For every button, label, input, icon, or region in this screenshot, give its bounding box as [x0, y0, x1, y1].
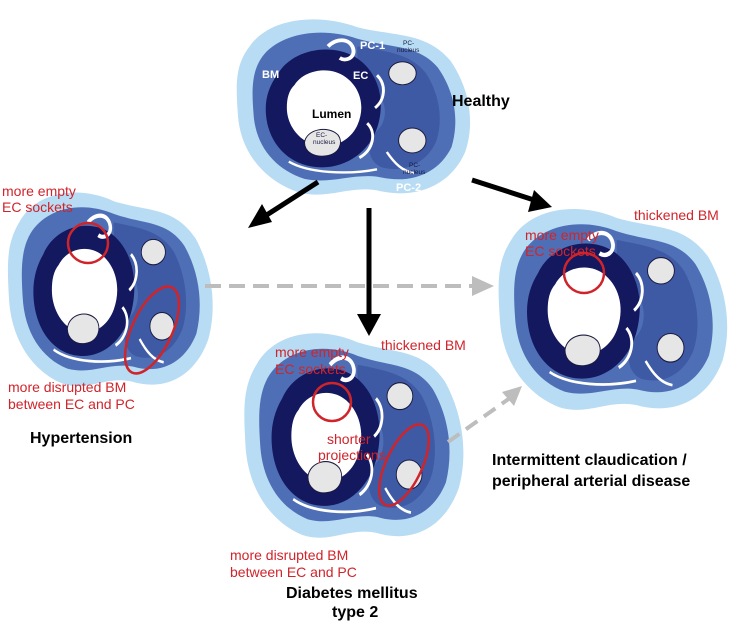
hypertension-note-bottom-2: between EC and PC	[8, 396, 135, 412]
healthy-pc1-label: PC-1	[360, 40, 385, 52]
healthy-lumen-label: Lumen	[312, 107, 351, 121]
diabetes-title-1: Diabetes mellitus	[286, 585, 418, 602]
diabetes-note-bottom-2: between EC and PC	[230, 564, 357, 580]
diabetes-note-thick: thickened BM	[381, 337, 466, 353]
arrow-healthy-to-claudication	[471, 177, 552, 212]
diabetes-note-mid-1: shorter	[327, 431, 371, 447]
diabetes-note-mid-2: projections	[318, 447, 386, 463]
diabetes-note-bottom-1: more disrupted BM	[230, 547, 348, 563]
pc-nucleus-bottom-line1: PC-	[409, 162, 420, 169]
claudication-note-thick: thickened BM	[634, 207, 719, 223]
pc-nucleus-top-line2: nucleus	[397, 47, 420, 54]
ec-nucleus-line1: EC-	[316, 132, 327, 139]
hypertension-title: Hypertension	[30, 430, 132, 447]
hypertension-bm-highlight	[123, 285, 181, 375]
healthy-title: Healthy	[452, 93, 510, 110]
healthy-bm-label: BM	[262, 69, 279, 81]
hypertension-socket-highlight	[66, 221, 110, 265]
diabetes-socket-highlight	[311, 381, 353, 423]
claudication-socket-highlight	[562, 251, 606, 295]
arrow-healthy-to-hypertension	[248, 179, 320, 228]
diabetes-bm-highlight	[378, 423, 430, 507]
healthy-ec-label: EC	[353, 70, 368, 82]
hypertension-note-bottom-1: more disrupted BM	[8, 379, 126, 395]
highlight-marks	[66, 221, 606, 507]
dashed-arrow-hypertension-to-claudication	[205, 276, 494, 296]
healthy-pc2-label: PC-2	[396, 182, 421, 194]
hypertension-note-top-2: EC sockets	[2, 199, 73, 215]
healthy-capillary	[234, 17, 473, 197]
arrow-healthy-to-diabetes	[357, 208, 381, 336]
ec-nucleus-line2: nucleus	[313, 139, 336, 146]
diabetes-title-2: type 2	[332, 604, 378, 621]
claudication-note-top-2: EC sockets	[525, 243, 596, 259]
claudication-title-2: peripheral arterial disease	[492, 473, 690, 490]
hypertension-note-top-1: more empty	[2, 183, 76, 199]
dashed-arrow-diabetes-to-claudication	[446, 386, 522, 444]
diabetes-note-top-2: EC sockets	[275, 361, 346, 377]
hypertension-capillary	[8, 193, 213, 387]
claudication-note-top-1: more empty	[525, 227, 599, 243]
pc-nucleus-top-line1: PC-	[403, 40, 414, 47]
diabetes-note-top-1: more empty	[275, 344, 349, 360]
pc-nucleus-bottom-line2: nucleus	[403, 169, 426, 176]
claudication-title-1: Intermittent claudication /	[492, 452, 687, 469]
